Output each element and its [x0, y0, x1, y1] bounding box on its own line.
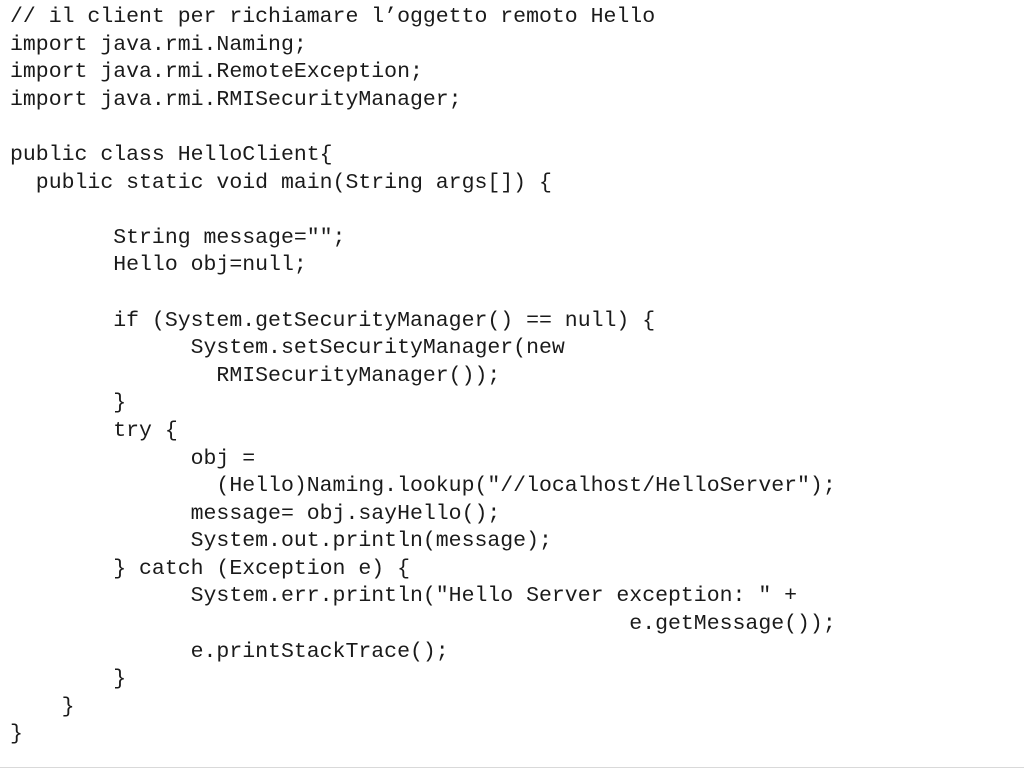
code-line-set-security-manager: System.setSecurityManager(new [10, 336, 565, 361]
code-line-new-security-manager: RMISecurityManager()); [10, 363, 501, 388]
code-line-println-message: System.out.println(message); [10, 529, 552, 554]
code-line-obj-declaration: Hello obj=null; [10, 253, 307, 278]
code-line-main-method: public static void main(String args[]) { [10, 170, 552, 195]
code-line-class-declaration: public class HelloClient{ [10, 142, 333, 167]
code-line-err-println: System.err.println("Hello Server excepti… [10, 584, 798, 609]
code-line-try: try { [10, 418, 178, 443]
code-line-blank [10, 280, 1024, 308]
code-line-import-remote-exception: import java.rmi.RemoteException; [10, 60, 423, 85]
code-line-message-declaration: String message=""; [10, 225, 346, 250]
code-line-comment: // il client per richiamare l’oggetto re… [10, 5, 656, 29]
code-line-close-brace: } [10, 694, 75, 719]
code-line-import-security-manager: import java.rmi.RMISecurityManager; [10, 87, 462, 112]
code-line-say-hello: message= obj.sayHello(); [10, 501, 501, 526]
code-line-naming-lookup: (Hello)Naming.lookup("//localhost/HelloS… [10, 474, 836, 499]
code-line-blank [10, 197, 1024, 225]
code-line-obj-assign: obj = [10, 446, 256, 471]
code-line-close-brace: } [10, 667, 127, 692]
code-line-close-brace: } [10, 391, 127, 416]
code-line-if-security: if (System.getSecurityManager() == null)… [10, 308, 656, 333]
code-line-close-brace: } [10, 722, 23, 747]
code-line-print-stack-trace: e.printStackTrace(); [10, 639, 449, 664]
code-line-import-naming: import java.rmi.Naming; [10, 32, 307, 57]
code-line-catch: } catch (Exception e) { [10, 556, 410, 581]
code-line-get-message: e.getMessage()); [10, 612, 836, 637]
code-line-blank [10, 114, 1024, 142]
